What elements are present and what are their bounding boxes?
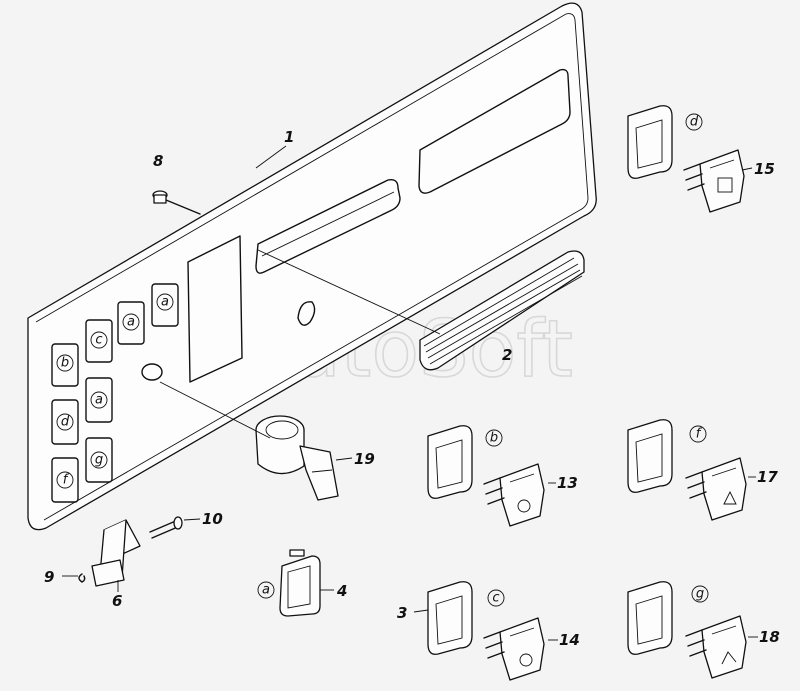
bracket-6 [91,519,141,587]
switch-group-18 [627,581,747,679]
switch-group-13 [427,425,545,527]
panel-switch-f: f [51,457,79,503]
panel-switch-d: d [51,399,79,445]
callout-10: 10 [202,510,223,528]
screw-8 [152,190,201,215]
switch-frame-4 [279,549,321,617]
svg-text:g: g [95,453,103,468]
callout-9: 9 [44,568,54,586]
svg-text:c: c [492,591,499,606]
grille-part [419,250,585,371]
clip-9 [78,573,86,583]
svg-text:b: b [490,431,498,446]
callout-19: 19 [354,450,375,468]
svg-text:a: a [127,315,135,330]
switch-group-15 [627,105,745,213]
letter-13: b [485,429,503,447]
svg-text:b: b [61,356,69,371]
switch-group-14 [427,581,545,681]
variant-letters: a b c d f g [257,113,709,607]
svg-text:d: d [690,115,699,130]
letter-17: f [689,425,707,443]
panel-switch-a-3: a [85,377,113,423]
panel-switch-g: g [85,437,113,483]
rotary-switch-19 [255,415,339,501]
callout-17: 17 [757,468,778,486]
callout-13: 13 [557,474,578,492]
panel-switch-grid: b c a a d a f [51,283,179,503]
leader-lines [62,145,758,641]
callout-3: 3 [397,604,407,622]
switch-group-17 [627,419,747,521]
callout-18: 18 [759,628,780,646]
callout-1: 1 [284,128,294,146]
svg-text:a: a [262,583,270,598]
svg-text:f: f [696,427,703,442]
letter-14: c [487,589,505,607]
svg-text:f: f [63,473,70,488]
svg-text:c: c [95,333,102,348]
letter-15: d [685,113,703,131]
svg-text:g: g [696,587,704,602]
letter-18: g [691,585,709,603]
callout-6: 6 [112,592,122,610]
panel-switch-b: b [51,343,79,387]
svg-text:d: d [61,415,70,430]
svg-text:a: a [95,393,103,408]
callout-4: 4 [336,582,347,600]
callout-15: 15 [754,160,775,178]
pin-10 [149,516,183,539]
callout-2: 2 [502,346,512,364]
letter-4: a [257,581,275,599]
dashboard-panel [27,2,597,531]
panel-switch-a-2: a [151,283,179,327]
callout-14: 14 [559,631,580,649]
svg-text:a: a [161,295,169,310]
callout-8: 8 [153,152,163,170]
panel-switch-c: c [85,319,113,363]
callout-labels: 1 2 3 4 6 8 9 10 13 14 15 17 18 19 [44,128,780,649]
panel-switch-a-1: a [117,301,145,345]
